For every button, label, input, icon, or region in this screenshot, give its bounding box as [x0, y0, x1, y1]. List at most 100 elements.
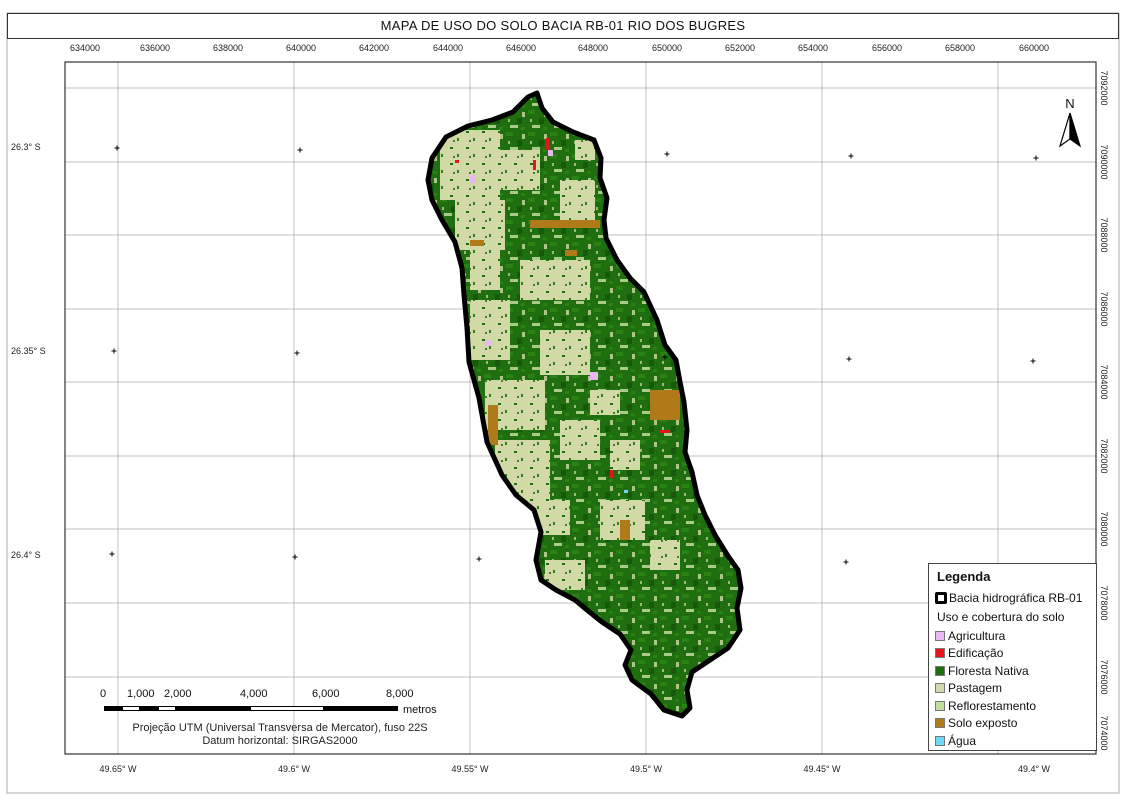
- graticule-crosses: [109, 145, 1039, 565]
- pasture-patch: [560, 420, 600, 460]
- bare-soil-patch: [650, 390, 680, 420]
- building-patch: [546, 138, 549, 150]
- pasture-patch: [610, 440, 640, 470]
- longitude-tick-label: 49.4° W: [1017, 764, 1051, 774]
- scale-label-8000: 8,000: [386, 688, 414, 700]
- bare-soil-patch: [488, 405, 498, 445]
- basin-boundary[interactable]: [425, 90, 744, 719]
- longitude-tick-label: 49.6° W: [277, 764, 311, 774]
- northing-tick-label: 7092000: [1097, 48, 1111, 128]
- easting-tick-label: 654000: [797, 43, 829, 53]
- legend-swatch-icon: [935, 718, 945, 728]
- right-tick-text: 7082000: [1099, 438, 1109, 474]
- north-letter: N: [1065, 96, 1075, 111]
- right-tick-text: 7090000: [1099, 144, 1109, 180]
- legend-panel: Legenda Bacia hidrográfica RB-01 Uso e c…: [928, 563, 1097, 751]
- longitude-tick-label: 49.65° W: [99, 764, 137, 774]
- northing-tick-label: 7090000: [1097, 122, 1111, 202]
- pasture-patch: [590, 390, 620, 415]
- scale-segment: [140, 706, 158, 711]
- latitude-tick-label: 26.3° S: [11, 142, 41, 152]
- agriculture-patch: [548, 150, 553, 156]
- scale-label-2000: 2,000: [164, 688, 192, 700]
- agriculture-patch: [590, 372, 598, 380]
- scale-label-6000: 6,000: [312, 688, 340, 700]
- right-tick-text: 7076000: [1099, 659, 1109, 695]
- legend-item-label: Floresta Nativa: [948, 663, 1029, 678]
- scale-segment: [104, 706, 122, 711]
- pasture-patch: [440, 165, 470, 195]
- legend-title: Legenda: [937, 569, 991, 584]
- easting-tick-label: 644000: [432, 43, 464, 53]
- easting-tick-label: 648000: [577, 43, 609, 53]
- legend-item: Solo exposto: [935, 716, 1017, 731]
- agriculture-patch: [485, 340, 492, 346]
- easting-tick-label: 634000: [69, 43, 101, 53]
- legend-item: Pastagem: [935, 681, 1002, 696]
- northing-tick-label: 7086000: [1097, 269, 1111, 349]
- legend-swatch-icon: [935, 648, 945, 658]
- legend-item-label: Edificação: [948, 646, 1004, 660]
- easting-tick-label: 636000: [139, 43, 171, 53]
- building-patch: [660, 430, 670, 433]
- building-patch: [610, 470, 613, 478]
- north-arrow-icon: [1058, 112, 1082, 148]
- right-tick-text: 7092000: [1099, 70, 1109, 106]
- legend-item: Floresta Nativa: [935, 663, 1029, 678]
- northing-tick-label: 7088000: [1097, 195, 1111, 275]
- map-title-box: MAPA DE USO DO SOLO BACIA RB-01 RIO DOS …: [7, 13, 1119, 39]
- northing-tick-label: 7074000: [1097, 693, 1111, 773]
- legend-item: Agricultura: [935, 628, 1005, 643]
- pasture-patch: [520, 260, 590, 300]
- longitude-tick-label: 49.5° W: [629, 764, 663, 774]
- legend-swatch-icon: [935, 665, 945, 676]
- longitude-tick-label: 49.55° W: [451, 764, 489, 774]
- northing-tick-label: 7084000: [1097, 342, 1111, 422]
- north-arrow: N: [1053, 96, 1087, 148]
- water-patch: [624, 490, 628, 493]
- pasture-patch: [470, 300, 510, 360]
- building-patch: [533, 160, 536, 170]
- legend-swatch-icon: [935, 683, 945, 693]
- right-tick-text: 7084000: [1099, 364, 1109, 400]
- pasture-patch: [540, 330, 590, 375]
- scale-label-0: 0: [100, 688, 107, 700]
- map-neatline: [64, 61, 1097, 755]
- legend-item-label: Solo exposto: [948, 716, 1018, 730]
- easting-tick-label: 646000: [505, 43, 537, 53]
- map-title: MAPA DE USO DO SOLO BACIA RB-01 RIO DOS …: [380, 18, 746, 33]
- northing-tick-label: 7078000: [1097, 563, 1111, 643]
- easting-tick-label: 660000: [1018, 43, 1050, 53]
- scale-segment: [250, 706, 324, 711]
- land-use-raster[interactable]: [420, 85, 750, 725]
- legend-swatch-icon: [935, 700, 945, 711]
- easting-tick-label: 638000: [212, 43, 244, 53]
- right-tick-text: 7086000: [1099, 291, 1109, 327]
- projection-text: Projeção UTM (Universal Transversa de Me…: [132, 722, 428, 734]
- right-tick-text: 7088000: [1099, 217, 1109, 253]
- legend-item-label: Pastagem: [948, 681, 1003, 695]
- pasture-patch: [560, 180, 595, 220]
- legend-item: Água: [935, 733, 976, 748]
- latitude-tick-label: 26.4° S: [11, 550, 41, 560]
- pasture-patch: [650, 540, 680, 570]
- bare-soil-patch: [530, 220, 600, 228]
- easting-tick-label: 650000: [651, 43, 683, 53]
- right-tick-text: 7080000: [1099, 511, 1109, 547]
- pasture-patch: [470, 250, 500, 290]
- right-tick-text: 7074000: [1099, 715, 1109, 751]
- easting-tick-label: 656000: [871, 43, 903, 53]
- scale-label-1000: 1,000: [127, 688, 155, 700]
- latitude-tick-label: 26.35° S: [11, 346, 46, 356]
- legend-item-label: Reflorestamento: [948, 698, 1037, 713]
- easting-tick-label: 640000: [285, 43, 317, 53]
- scale-segment: [158, 706, 176, 711]
- building-patch: [455, 160, 459, 163]
- legend-item: Edificação: [935, 646, 1003, 661]
- boundary-swatch-icon: [935, 591, 947, 604]
- easting-tick-label: 652000: [724, 43, 756, 53]
- bare-soil-patch: [565, 250, 577, 256]
- easting-tick-label: 642000: [358, 43, 390, 53]
- scale-segment: [122, 706, 140, 711]
